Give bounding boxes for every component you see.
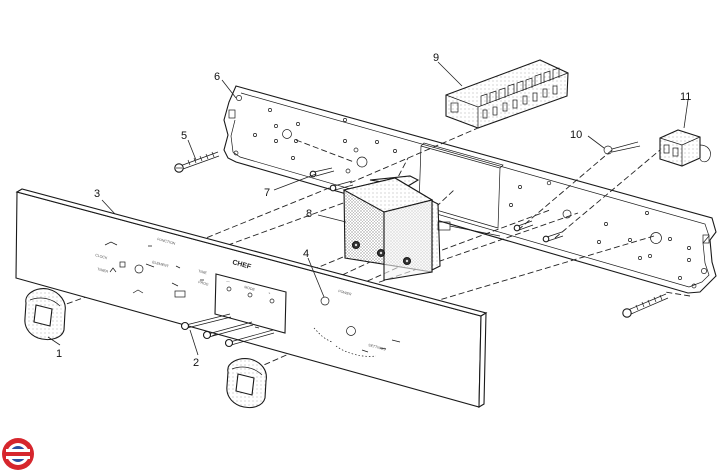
control-bracket — [342, 175, 501, 281]
callout-2: 2 — [193, 357, 199, 369]
panel-label-prog: PROG — [198, 280, 209, 287]
panel-label-element: ELEMENT — [152, 260, 170, 268]
screw-top-left — [174, 151, 220, 173]
terminal-block — [445, 59, 569, 129]
callout-7: 7 — [264, 187, 270, 199]
rear-panel — [223, 85, 717, 294]
callout-numbers: 1 2 3 4 5 6 7 8 9 10 11 — [56, 52, 691, 369]
callout-8: 8 — [306, 208, 312, 220]
svg-text:—: — — [226, 279, 231, 284]
front-fascia: FUNCTION CLOCK TIMER ELEMENT TIME PROG P… — [15, 188, 488, 408]
thermal-switch — [659, 129, 711, 167]
company-logo — [2, 438, 34, 470]
small-screws — [309, 167, 564, 243]
sensor-probe — [603, 141, 641, 155]
callout-1: 1 — [56, 348, 62, 360]
panel-label-timer: TIMER — [97, 267, 109, 274]
mode-button-label: MODE — [244, 285, 256, 292]
callout-leaders — [47, 61, 689, 356]
push-button-pins — [180, 313, 275, 348]
callout-4: 4 — [303, 248, 309, 260]
panel-label-time: TIME — [198, 269, 208, 275]
callout-11: 11 — [680, 91, 691, 103]
callout-9: 9 — [433, 52, 439, 64]
callout-5: 5 — [181, 130, 187, 142]
callout-3: 3 — [94, 188, 100, 200]
svg-text:+: + — [268, 291, 271, 295]
control-knob-right — [226, 358, 267, 409]
callout-6: 6 — [214, 71, 220, 83]
screw-bottom-right — [622, 293, 669, 318]
panel-label-power: POWER — [338, 289, 353, 296]
panel-label-settings: SETTINGS — [368, 343, 387, 352]
panel-label-clock: CLOCK — [95, 253, 109, 260]
brand-logo-text: CHEF — [231, 259, 252, 271]
callout-10: 10 — [570, 129, 582, 141]
panel-label-function: FUNCTION — [157, 237, 176, 246]
control-knob-left — [24, 288, 66, 341]
